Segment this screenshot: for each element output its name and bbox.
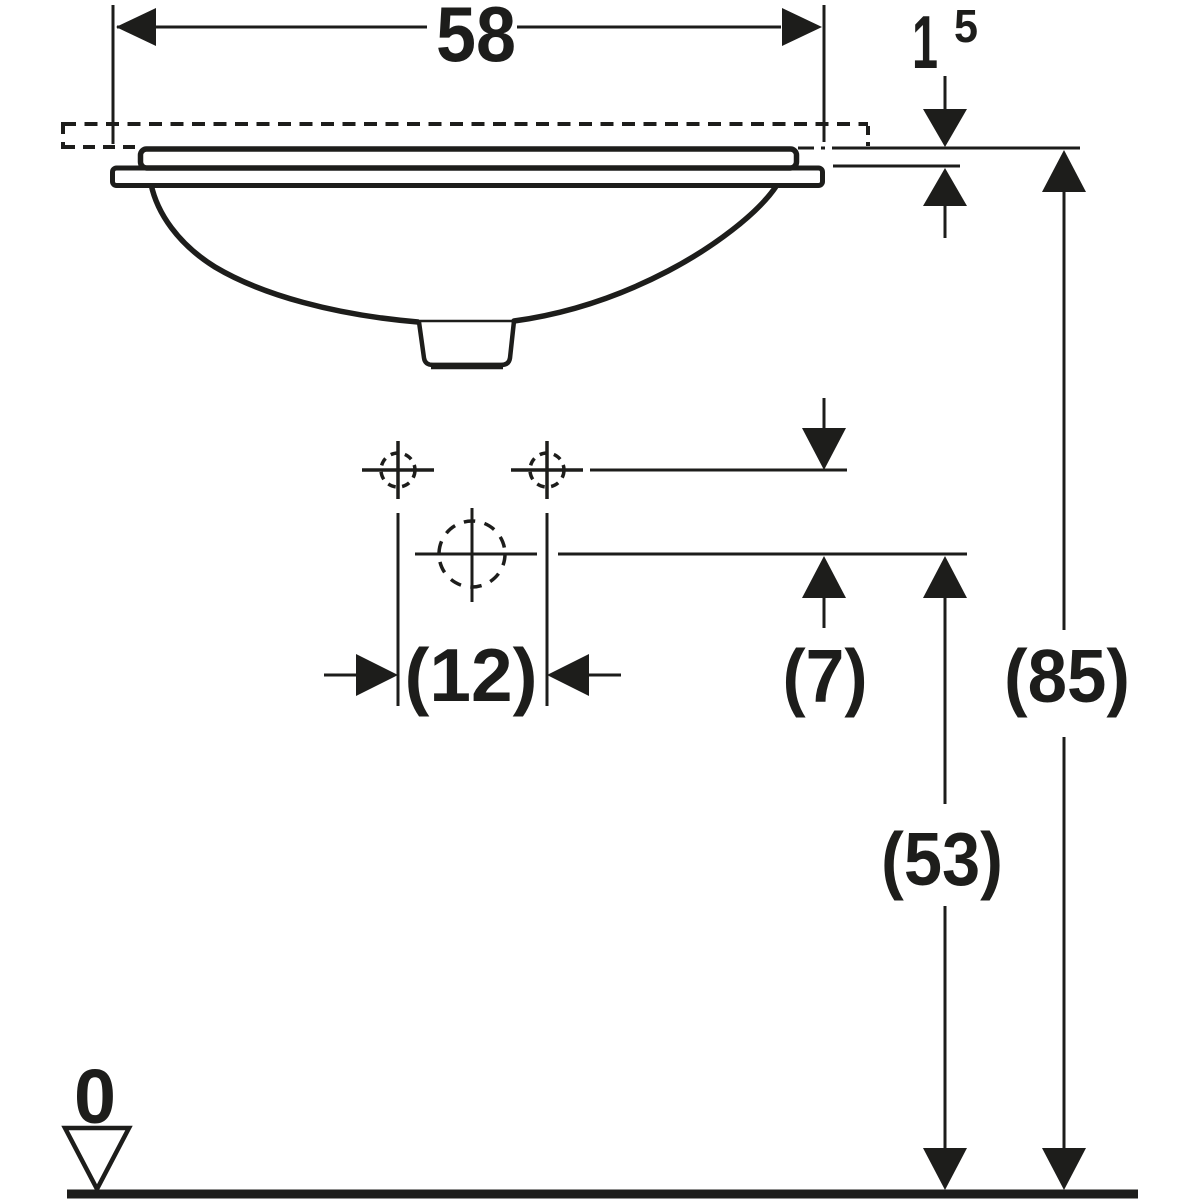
rim-height-integer-label: 1 [912,0,938,84]
overall-height-label: (85) [1004,634,1130,718]
arrow-left-icon [547,654,589,696]
dimension-tap-hole-spacing: (12) [324,513,621,717]
bowl-wall-right [511,182,780,324]
arrow-up-icon [923,168,967,206]
floor-datum: 0 [61,1054,1138,1199]
tap-hole-right [511,441,583,499]
dimension-tap-to-drain-drop: (7) [783,398,868,718]
dimension-rim-height: 1 5 [798,0,1080,238]
rim-top-slab [137,146,800,171]
washbasin-section [110,146,825,370]
countertop-dashed-outline [61,122,870,149]
datum-triangle-icon [61,1125,133,1194]
arrow-down-icon [1042,1148,1086,1190]
dimension-overall-height: (85) [1004,150,1130,1190]
rim-height-superscript-label: 5 [954,0,978,52]
basin-width-label: 58 [436,0,516,78]
tap-to-drain-drop-label: (7) [783,634,868,718]
arrow-up-icon [923,556,967,598]
tap-hole-left [362,441,434,499]
arrow-left-icon [116,8,156,46]
dimension-drain-height: (53) [881,556,1003,1190]
tap-hole-spacing-label: (12) [405,633,538,717]
arrow-right-icon [782,8,822,46]
drain-hole [415,508,537,602]
dimension-basin-width: 58 [111,0,826,144]
floor-datum-label: 0 [74,1054,116,1140]
arrow-right-icon [356,654,398,696]
drain-outlet [416,320,517,368]
arrow-down-icon [923,109,967,147]
arrow-down-icon [923,1148,967,1190]
drain-height-label: (53) [881,817,1003,901]
bowl-wall-left [148,181,421,325]
arrow-up-icon [1042,150,1086,192]
arrow-up-icon [802,556,846,598]
arrow-down-icon [802,428,846,470]
